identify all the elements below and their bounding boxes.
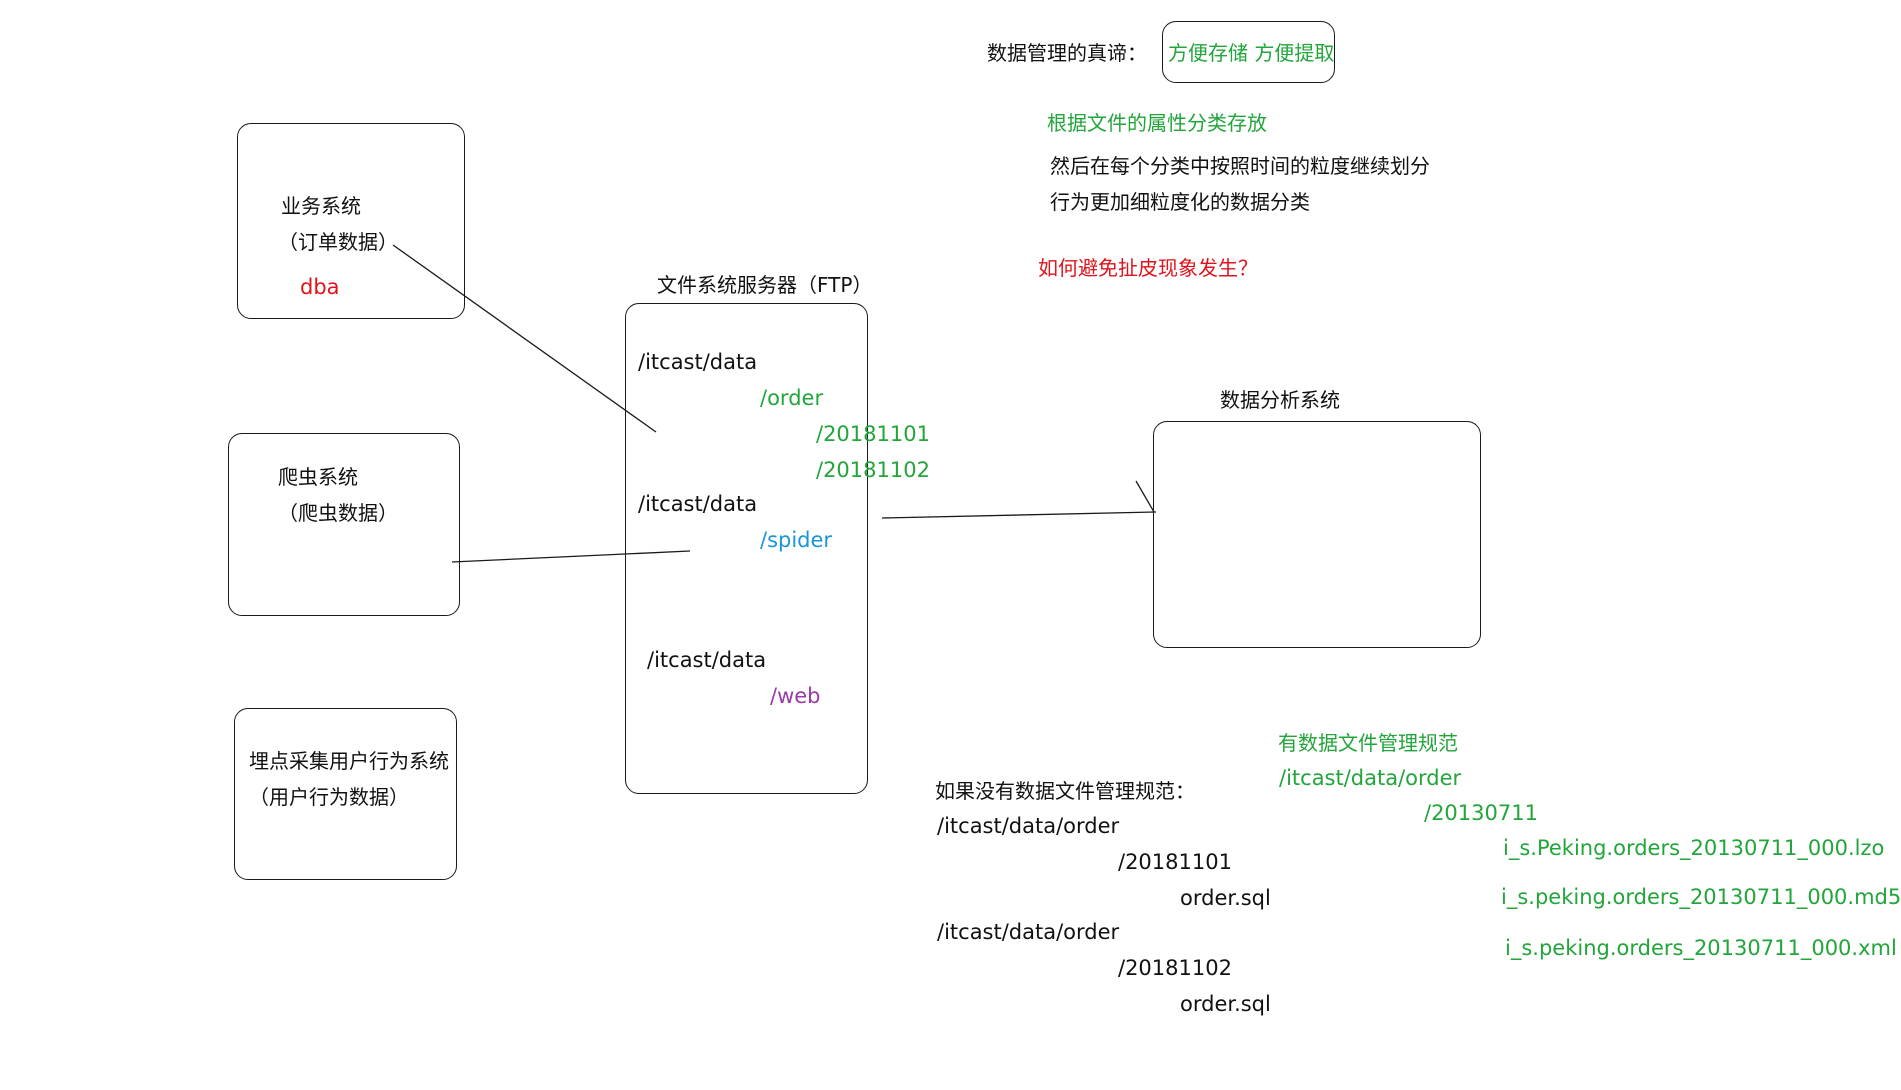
without-spec-path-2: /itcast/data/order	[937, 920, 1120, 944]
without-spec-path-1: /itcast/data/order	[937, 814, 1120, 838]
with-spec-date: /20130711	[1424, 801, 1538, 825]
tracking-system-title: 埋点采集用户行为系统	[249, 749, 449, 773]
truth-label: 数据管理的真谛：	[987, 41, 1147, 65]
truth-value: 方便存储 方便提取	[1168, 41, 1335, 65]
ftp-order-date-2: /20181102	[816, 458, 930, 482]
ftp-order-dir: /order	[760, 386, 824, 410]
note-line-1: 然后在每个分类中按照时间的粒度继续划分	[1050, 154, 1430, 178]
ftp-order-date-1: /20181101	[816, 422, 930, 446]
arrowhead-stroke	[1135, 480, 1155, 513]
business-system-box	[237, 123, 465, 319]
without-spec-heading: 如果没有数据文件管理规范：	[935, 779, 1195, 803]
ftp-order-root: /itcast/data	[638, 350, 758, 374]
business-system-title: 业务系统	[281, 194, 361, 218]
with-spec-file-md5: i_s.peking.orders_20130711_000.md5	[1501, 885, 1901, 909]
business-system-subtitle: （订单数据）	[278, 230, 398, 254]
crawler-system-title: 爬虫系统	[278, 465, 358, 489]
ftp-spider-dir: /spider	[760, 528, 833, 552]
without-spec-file-1: order.sql	[1180, 886, 1271, 910]
crawler-system-box	[228, 433, 460, 616]
ftp-to-analysis-arrow	[881, 511, 1157, 519]
with-spec-file-lzo: i_s.Peking.orders_20130711_000.lzo	[1503, 836, 1885, 860]
ftp-title: 文件系统服务器（FTP）	[657, 273, 873, 297]
ftp-web-root: /itcast/data	[647, 648, 767, 672]
without-spec-file-2: order.sql	[1180, 992, 1271, 1016]
crawler-system-subtitle: （爬虫数据）	[278, 501, 398, 525]
without-spec-date-1: /20181101	[1118, 850, 1232, 874]
analysis-system-box	[1153, 421, 1481, 648]
without-spec-date-2: /20181102	[1118, 956, 1232, 980]
question-text: 如何避免扯皮现象发生？	[1038, 256, 1258, 280]
tracking-system-subtitle: （用户行为数据）	[249, 785, 409, 809]
analysis-system-title: 数据分析系统	[1220, 388, 1340, 412]
note-classify: 根据文件的属性分类存放	[1047, 111, 1267, 135]
tracking-system-box	[234, 708, 457, 880]
business-system-owner: dba	[300, 275, 340, 299]
ftp-spider-root: /itcast/data	[638, 492, 758, 516]
truth-box	[1162, 21, 1335, 83]
note-line-2: 行为更加细粒度化的数据分类	[1050, 190, 1310, 214]
with-spec-path: /itcast/data/order	[1279, 766, 1462, 790]
ftp-server-box	[625, 303, 868, 794]
with-spec-file-xml: i_s.peking.orders_20130711_000.xml	[1505, 936, 1897, 960]
ftp-web-dir: /web	[770, 684, 821, 708]
with-spec-heading: 有数据文件管理规范	[1278, 731, 1458, 755]
